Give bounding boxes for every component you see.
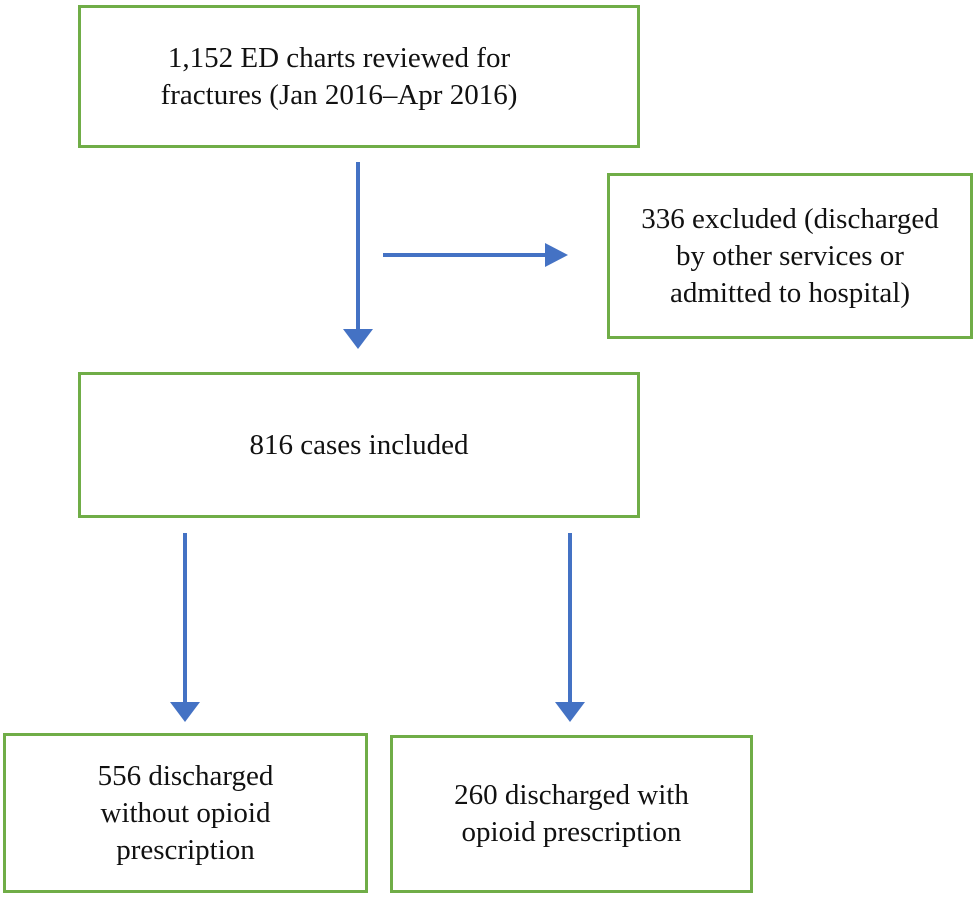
- node-without-opioid: 556 discharged without opioid prescripti…: [3, 733, 368, 893]
- node-included-text: 816 cases included: [249, 427, 468, 464]
- node-without-opioid-text: 556 discharged without opioid prescripti…: [98, 758, 274, 869]
- node-without-opioid-line-3: prescription: [116, 833, 255, 866]
- node-excluded-text: 336 excluded (discharged by other servic…: [641, 201, 938, 312]
- node-reviewed-line-2: fractures (Jan 2016–Apr 2016): [160, 78, 518, 111]
- node-without-opioid-line-2: without opioid: [100, 796, 271, 829]
- node-with-opioid: 260 discharged with opioid prescription: [390, 735, 753, 893]
- node-excluded-line-1: 336 excluded (discharged: [641, 202, 939, 235]
- node-without-opioid-line-1: 556 discharged: [97, 759, 274, 792]
- node-reviewed: 1,152 ED charts reviewed for fractures (…: [78, 5, 640, 148]
- arrow-included-to-without-opioid: [170, 533, 200, 722]
- arrowhead-down-icon: [555, 702, 585, 722]
- node-reviewed-line-1: 1,152 ED charts reviewed for: [167, 41, 511, 74]
- node-excluded-line-3: admitted to hospital): [669, 276, 910, 309]
- arrow-reviewed-to-excluded: [383, 243, 568, 267]
- arrow-included-to-with-opioid: [555, 533, 585, 722]
- node-with-opioid-text: 260 discharged with opioid prescription: [454, 777, 689, 851]
- node-with-opioid-line-1: 260 discharged with: [454, 779, 689, 811]
- arrowhead-right-icon: [545, 243, 568, 267]
- node-excluded-line-2: by other services or: [676, 239, 904, 272]
- node-reviewed-text: 1,152 ED charts reviewed for fractures (…: [161, 40, 518, 114]
- arrowhead-down-icon: [343, 329, 373, 349]
- arrowhead-down-icon: [170, 702, 200, 722]
- arrow-reviewed-to-included: [343, 162, 373, 349]
- node-included: 816 cases included: [78, 372, 640, 518]
- node-included-line-1: 816 cases included: [249, 428, 469, 461]
- node-with-opioid-line-2: opioid prescription: [461, 816, 682, 848]
- node-excluded: 336 excluded (discharged by other servic…: [607, 173, 973, 339]
